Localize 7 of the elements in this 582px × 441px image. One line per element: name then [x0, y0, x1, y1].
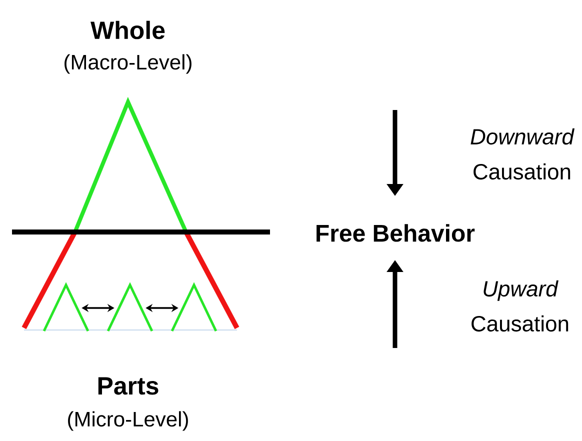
text-label: (Micro-Level)	[68, 411, 188, 431]
text-label: Whole	[90, 20, 165, 40]
text-label: Upward Causation	[472, 280, 568, 332]
text-label: (Macro-Level)	[64, 54, 192, 74]
text-label: Parts	[98, 377, 158, 395]
text-label: Downward Causation	[470, 128, 575, 180]
text-label: Free Behavior	[316, 224, 475, 242]
